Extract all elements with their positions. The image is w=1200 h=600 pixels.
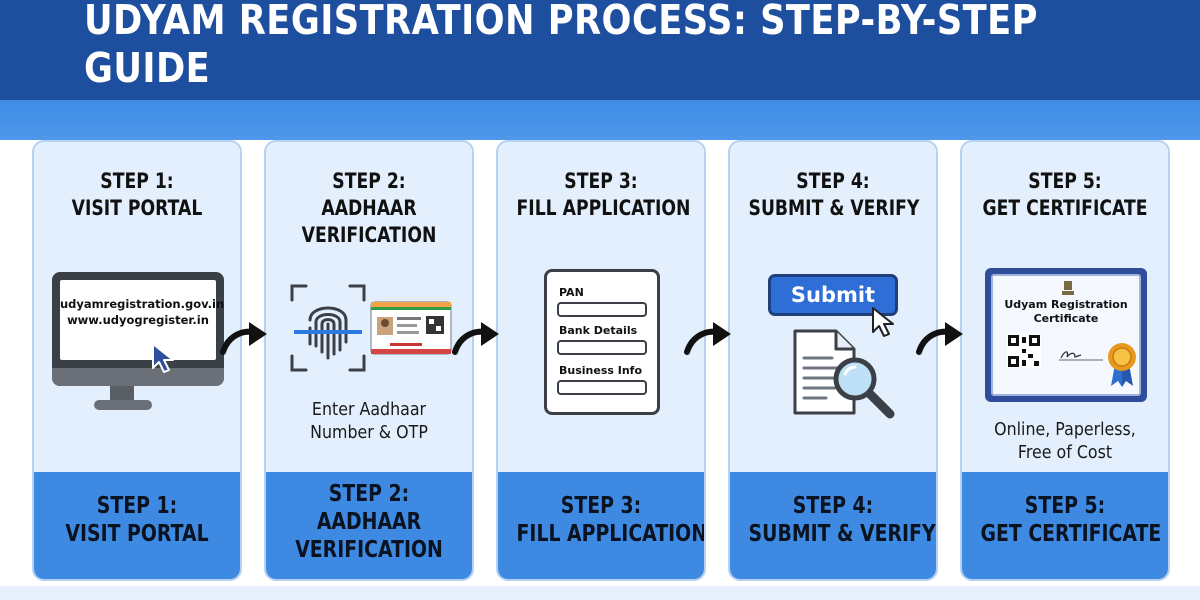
footer-step-number: STEP 4: xyxy=(792,493,874,519)
page-title: UDYAM REGISTRATION PROCESS: STEP-BY-STEP… xyxy=(84,0,1038,92)
form-field xyxy=(557,302,647,317)
monitor-base xyxy=(94,400,152,410)
fingerprint-icon xyxy=(290,284,366,372)
caption-line: Number & OTP xyxy=(310,422,428,443)
form-icon: PAN Bank Details Business Info xyxy=(544,269,660,415)
field-label: Business Info xyxy=(559,364,643,377)
step-title: STEP 4: SUBMIT & VERIFY xyxy=(730,168,936,222)
step-footer: STEP 5: GET CERTIFICATE xyxy=(962,472,1168,579)
step-caption: Enter Aadhaar Number & OTP xyxy=(266,398,472,444)
step-title: STEP 2: AADHAAR VERIFICATION xyxy=(266,168,472,249)
header-bar xyxy=(0,0,1200,100)
step-name: AADHAAR xyxy=(321,196,417,220)
step-title: STEP 5: GET CERTIFICATE xyxy=(962,168,1168,222)
caption-line: Enter Aadhaar xyxy=(311,399,427,420)
form-field xyxy=(557,380,647,395)
aadhaar-card-icon xyxy=(370,301,452,355)
step-number: STEP 5: xyxy=(1028,169,1102,193)
arrow-right-icon xyxy=(916,322,963,355)
footer-step-name: VERIFICATION xyxy=(295,537,443,563)
signature-icon xyxy=(1059,351,1103,361)
step-footer: STEP 2: AADHAAR VERIFICATION xyxy=(266,472,472,579)
step-name: SUBMIT & VERIFY xyxy=(748,196,920,220)
cursor-icon xyxy=(152,343,174,373)
footer-step-name: GET CERTIFICATE xyxy=(980,521,1162,547)
step-name: FILL APPLICATION xyxy=(516,196,691,220)
field-label: Bank Details xyxy=(559,324,638,337)
footer-step-number: STEP 2: xyxy=(328,481,410,507)
qr-code-icon xyxy=(1007,334,1041,368)
step-card-1: STEP 1: VISIT PORTAL udyamregistration.g… xyxy=(32,140,242,581)
step-card-3: STEP 3: FILL APPLICATION PAN Bank Detail… xyxy=(496,140,706,581)
step-footer: STEP 3: FILL APPLICATION xyxy=(498,472,706,579)
arrow-right-icon xyxy=(220,322,267,355)
certificate-icon: Udyam Registration Certificate xyxy=(985,268,1147,402)
arrow-right-icon xyxy=(452,322,499,355)
step-name: GET CERTIFICATE xyxy=(982,196,1148,220)
certificate-title-line: Certificate xyxy=(1033,312,1099,325)
award-ribbon-icon xyxy=(1108,343,1136,387)
footer-step-name: AADHAAR xyxy=(316,509,422,535)
arrow-right-icon xyxy=(684,322,731,355)
step-number: STEP 1: xyxy=(100,169,174,193)
step-number: STEP 4: xyxy=(796,169,870,193)
step-caption: Online, Paperless, Free of Cost xyxy=(962,418,1168,464)
footer-step-number: STEP 3: xyxy=(560,493,642,519)
footer-step-name: FILL APPLICATION xyxy=(516,521,706,547)
step-footer: STEP 1: VISIT PORTAL xyxy=(34,472,240,579)
certificate-body: Udyam Registration Certificate xyxy=(991,274,1141,396)
form-field xyxy=(557,340,647,355)
header-band xyxy=(0,100,1200,140)
certificate-title-line: Udyam Registration xyxy=(1004,298,1128,311)
emblem-icon xyxy=(1062,281,1074,295)
magnifier-icon xyxy=(833,357,895,419)
footer-step-number: STEP 1: xyxy=(96,493,178,519)
step-footer: STEP 4: SUBMIT & VERIFY xyxy=(730,472,936,579)
step-card-5: STEP 5: GET CERTIFICATE Udyam Registrati… xyxy=(960,140,1170,581)
footer-step-number: STEP 5: xyxy=(1024,493,1106,519)
cursor-icon xyxy=(872,307,894,337)
step-card-2: STEP 2: AADHAAR VERIFICATION Enter Aadha… xyxy=(264,140,474,581)
monitor-screen: udyamregistration.gov.in www.udyogregist… xyxy=(60,280,225,360)
bottom-strip xyxy=(0,586,1200,600)
footer-step-name: VISIT PORTAL xyxy=(65,521,209,547)
step-number: STEP 2: xyxy=(332,169,406,193)
portal-url: udyamregistration.gov.in xyxy=(60,297,225,311)
caption-line: Online, Paperless, xyxy=(994,419,1136,440)
field-label: PAN xyxy=(559,286,584,299)
step-card-4: STEP 4: SUBMIT & VERIFY Submit STEP 4: S… xyxy=(728,140,938,581)
step-name: VISIT PORTAL xyxy=(71,196,203,220)
monitor-neck xyxy=(110,386,134,400)
step-number: STEP 3: xyxy=(564,169,638,193)
step-name: VERIFICATION xyxy=(301,223,437,247)
monitor-chin xyxy=(52,368,224,386)
footer-step-name: SUBMIT & VERIFY xyxy=(748,521,936,547)
portal-url: www.udyogregister.in xyxy=(67,313,209,327)
step-title: STEP 3: FILL APPLICATION xyxy=(498,168,704,222)
step-title: STEP 1: VISIT PORTAL xyxy=(34,168,240,222)
caption-line: Free of Cost xyxy=(1017,442,1113,463)
submit-button-illustration: Submit xyxy=(768,274,898,316)
certificate-title: Udyam Registration Certificate xyxy=(993,298,1139,326)
monitor-icon: udyamregistration.gov.in www.udyogregist… xyxy=(52,272,224,386)
